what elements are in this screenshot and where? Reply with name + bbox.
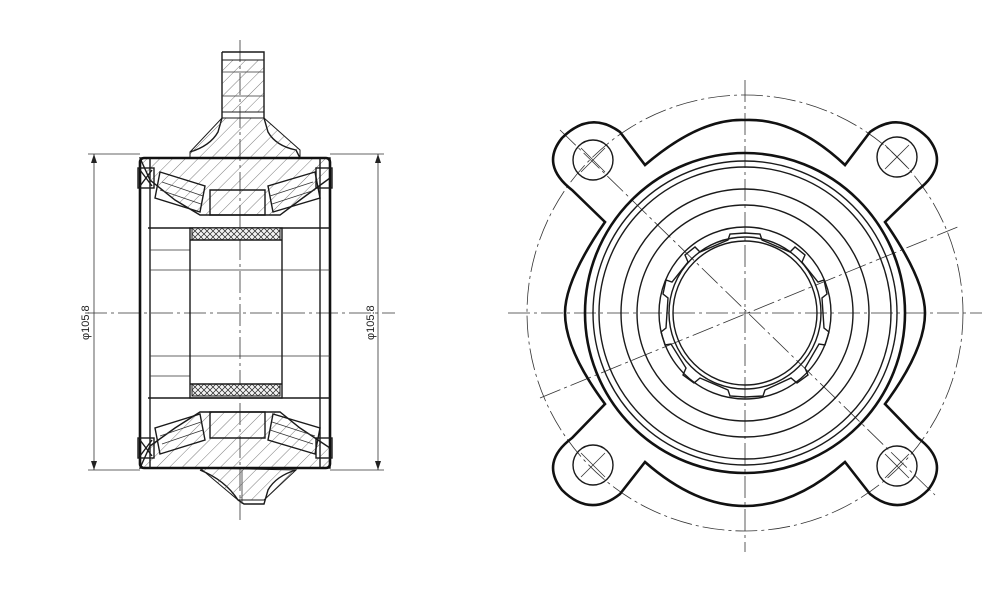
dimension-left: φ105.8 <box>80 153 140 471</box>
bolt-circle <box>526 94 964 532</box>
seals <box>137 167 333 459</box>
dimension-right: φ105.8 <box>330 153 384 471</box>
tapered-rollers-bottom <box>154 411 321 455</box>
spline-bore <box>189 227 283 399</box>
front-view <box>508 80 982 552</box>
spline-bore-outline <box>660 232 830 398</box>
flange-outline <box>551 118 939 508</box>
dimension-right-label: φ105.8 <box>365 305 377 340</box>
dimension-left-label: φ105.8 <box>80 305 92 340</box>
section-view: φ105.8 φ105.8 <box>80 40 395 520</box>
tapered-rollers-top <box>154 171 321 216</box>
bolt-holes <box>572 136 918 487</box>
